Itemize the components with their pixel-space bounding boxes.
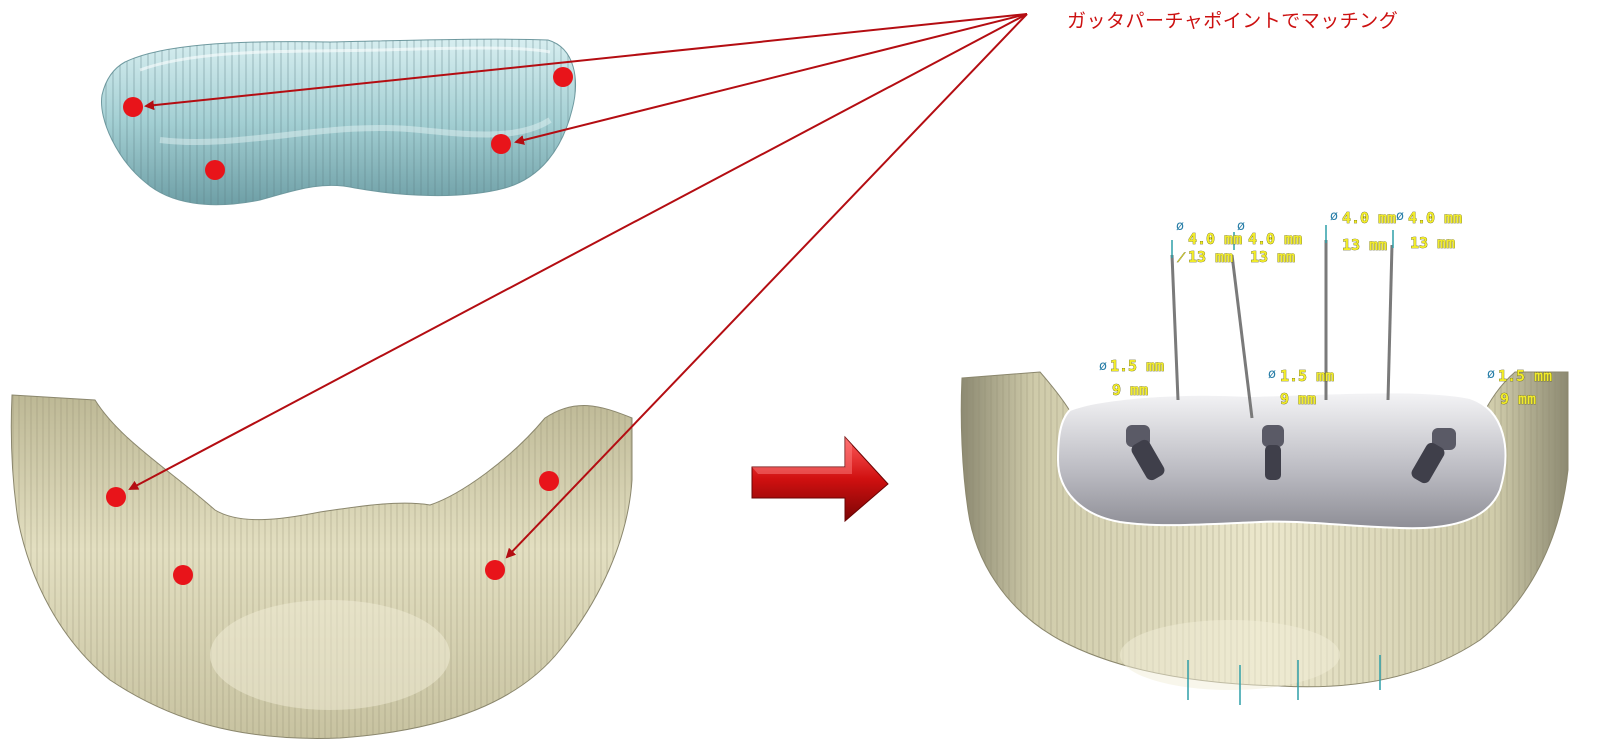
- long-implant-4-diameter: 4.0 mm: [1408, 209, 1462, 227]
- mandible-scan: [11, 395, 632, 738]
- marker-bone-left-top: [106, 487, 126, 507]
- long-implant-4-length: 13 mm: [1410, 234, 1455, 252]
- long-implant-1-length: 13 mm: [1188, 248, 1233, 266]
- marker-bone-right-top: [539, 471, 559, 491]
- short-implant-2-length: 9 mm: [1280, 390, 1316, 408]
- long-implant-3-length: 13 mm: [1342, 236, 1387, 254]
- matched-result: ø 4.0 mm ⁄ 13 mm ø 4.0 mm 13 mm ø 4.0 mm…: [961, 209, 1568, 705]
- diameter-icon: ø: [1099, 359, 1107, 374]
- marker-bone-left-bottom: [173, 565, 193, 585]
- short-implant-1-length: 9 mm: [1112, 381, 1148, 399]
- marker-guide-right-bottom: [491, 134, 511, 154]
- short-implant-1-diameter: 1.5 mm: [1110, 357, 1164, 375]
- marker-guide-right-top: [553, 67, 573, 87]
- long-implant-4-label: ø 4.0 mm 13 mm: [1396, 209, 1462, 252]
- diameter-icon: ø: [1268, 367, 1276, 382]
- short-implant-2-diameter: 1.5 mm: [1280, 367, 1334, 385]
- short-implant-1-label: ø 1.5 mm 9 mm: [1099, 357, 1164, 399]
- arrow-to-guide-right: [516, 14, 1027, 142]
- diameter-icon: ø: [1396, 209, 1404, 224]
- marker-bone-right-bottom: [485, 560, 505, 580]
- guide-model-scan: [101, 39, 575, 205]
- long-implant-2-length: 13 mm: [1250, 248, 1295, 266]
- long-implant-3-diameter: 4.0 mm: [1342, 209, 1396, 227]
- long-implant-2-diameter: 4.0 mm: [1248, 230, 1302, 248]
- diameter-icon: ø: [1176, 219, 1184, 234]
- diameter-icon: ø: [1237, 219, 1245, 234]
- long-implant-1-diameter: 4.0 mm: [1188, 230, 1242, 248]
- long-implant-2-label: ø 4.0 mm 13 mm: [1237, 219, 1302, 266]
- long-implant-1-label: ø 4.0 mm ⁄ 13 mm: [1176, 219, 1242, 266]
- diameter-icon: ø: [1330, 209, 1338, 224]
- short-implant-3-length: 9 mm: [1500, 390, 1536, 408]
- right-arrow-icon: [752, 437, 888, 521]
- diameter-icon: ø: [1487, 367, 1495, 382]
- ruler-icon: ⁄: [1177, 248, 1186, 266]
- short-implant-3-diameter: 1.5 mm: [1498, 367, 1552, 385]
- marker-guide-left-top: [123, 97, 143, 117]
- marker-guide-left-bottom: [205, 160, 225, 180]
- long-implant-3-label: ø 4.0 mm 13 mm: [1330, 209, 1396, 254]
